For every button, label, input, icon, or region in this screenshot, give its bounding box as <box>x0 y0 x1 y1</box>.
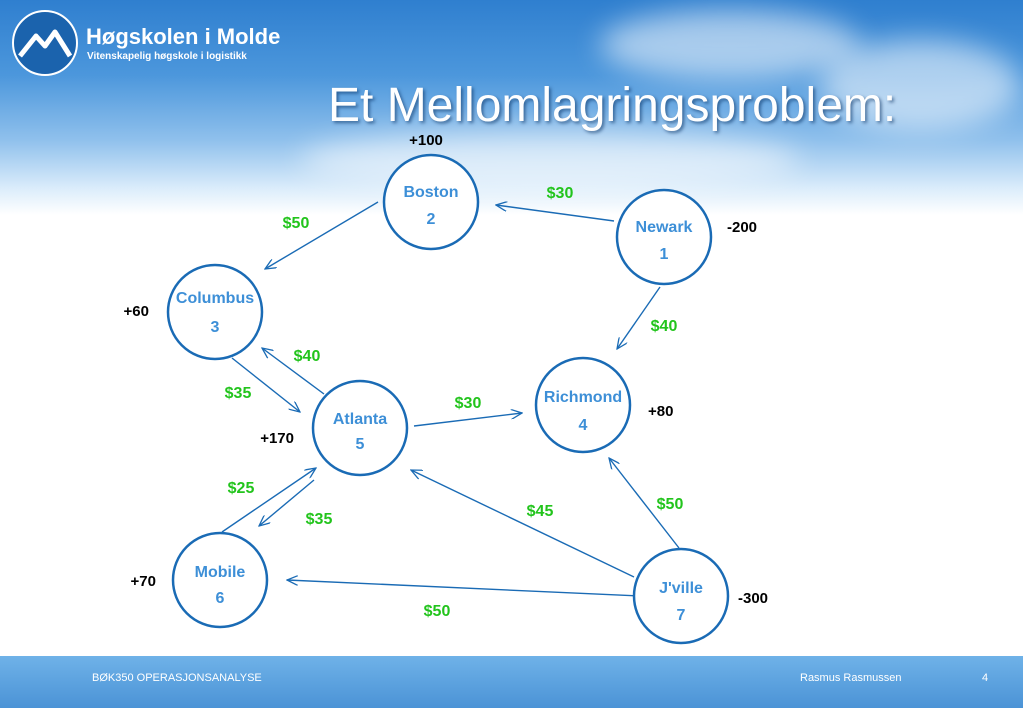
node-supply-label-5: +170 <box>260 430 294 447</box>
footer-bar: BØK350 OPERASJONSANALYSE Rasmus Rasmusse… <box>0 656 1023 708</box>
edge-cost-label-5-6: $35 <box>306 511 333 528</box>
logo-name: Høgskolen i Molde <box>86 24 281 49</box>
edge-arrow-2-3 <box>265 201 379 269</box>
edge-arrow-1-4 <box>617 286 661 349</box>
edge-cost-label-2-3: $50 <box>283 215 310 232</box>
node-supply-label-7: -300 <box>738 590 768 607</box>
node-supply-label-6: +70 <box>131 573 156 590</box>
node-name-2: Boston <box>403 184 458 201</box>
slide-title: Et Mellomlagringsproblem: <box>328 79 897 132</box>
edge-arrow-5-3 <box>262 348 325 395</box>
edges-layer: $30 $50 $40 $40 $35 $30 $25 $35 $45 $50 $50 <box>221 185 684 620</box>
node-name-1: Newark <box>636 219 693 236</box>
edge-cost-label-1-4: $40 <box>651 318 678 335</box>
node-name-5: Atlanta <box>333 411 387 428</box>
node-circle-6 <box>171 531 269 629</box>
node-supply-label-1: -200 <box>727 219 757 236</box>
node-number-7: 7 <box>677 607 686 624</box>
node-supply-label-4: +80 <box>648 403 673 420</box>
node-number-2: 2 <box>427 211 436 228</box>
node-circle-1 <box>615 188 713 286</box>
edge-cost-label-7-5: $45 <box>527 503 554 520</box>
edge-arrow-1-2 <box>496 205 615 222</box>
node-circle-5 <box>311 379 409 477</box>
node-supply-label-3: +60 <box>124 303 149 320</box>
node-number-5: 5 <box>356 436 365 453</box>
node-name-6: Mobile <box>195 564 246 581</box>
node-circle-2 <box>382 153 480 251</box>
edge-cost-label-7-4: $50 <box>657 496 684 513</box>
node-number-1: 1 <box>660 246 669 263</box>
footer-page-number: 4 <box>982 672 989 684</box>
node-supply-label-2: +100 <box>409 132 443 149</box>
edge-arrow-5-4 <box>413 413 522 427</box>
edge-cost-label-7-6: $50 <box>424 603 451 620</box>
edge-arrow-5-6 <box>259 479 315 526</box>
edge-cost-label-6-5: $25 <box>228 480 255 497</box>
cloud-decoration <box>820 40 1020 130</box>
node-name-3: Columbus <box>176 290 254 307</box>
node-name-7: J'ville <box>659 580 703 597</box>
edge-arrow-7-5 <box>411 470 635 578</box>
footer-author: Rasmus Rasmussen <box>800 672 902 684</box>
logo-icon <box>12 10 78 76</box>
edge-arrow-7-6 <box>287 580 641 597</box>
edge-arrow-3-5 <box>231 357 300 412</box>
cloud-decoration <box>600 10 860 80</box>
node-circle-3 <box>166 263 264 361</box>
node-circle-4 <box>534 356 632 454</box>
node-name-4: Richmond <box>544 389 622 406</box>
edge-cost-label-5-4: $30 <box>455 395 482 412</box>
footer-course: BØK350 OPERASJONSANALYSE <box>92 672 262 684</box>
edge-arrow-7-4 <box>609 458 680 549</box>
node-number-4: 4 <box>579 417 588 434</box>
node-number-6: 6 <box>216 590 225 607</box>
node-number-3: 3 <box>211 319 220 336</box>
edge-arrow-6-5 <box>221 468 316 533</box>
cloud-decoration <box>300 130 800 190</box>
edge-cost-label-3-5: $35 <box>225 385 252 402</box>
node-circle-7 <box>632 547 730 645</box>
edge-cost-label-1-2: $30 <box>547 185 574 202</box>
logo-subtitle: Vitenskapelig høgskole i logistikk <box>87 51 247 62</box>
edge-cost-label-5-3: $40 <box>294 348 321 365</box>
